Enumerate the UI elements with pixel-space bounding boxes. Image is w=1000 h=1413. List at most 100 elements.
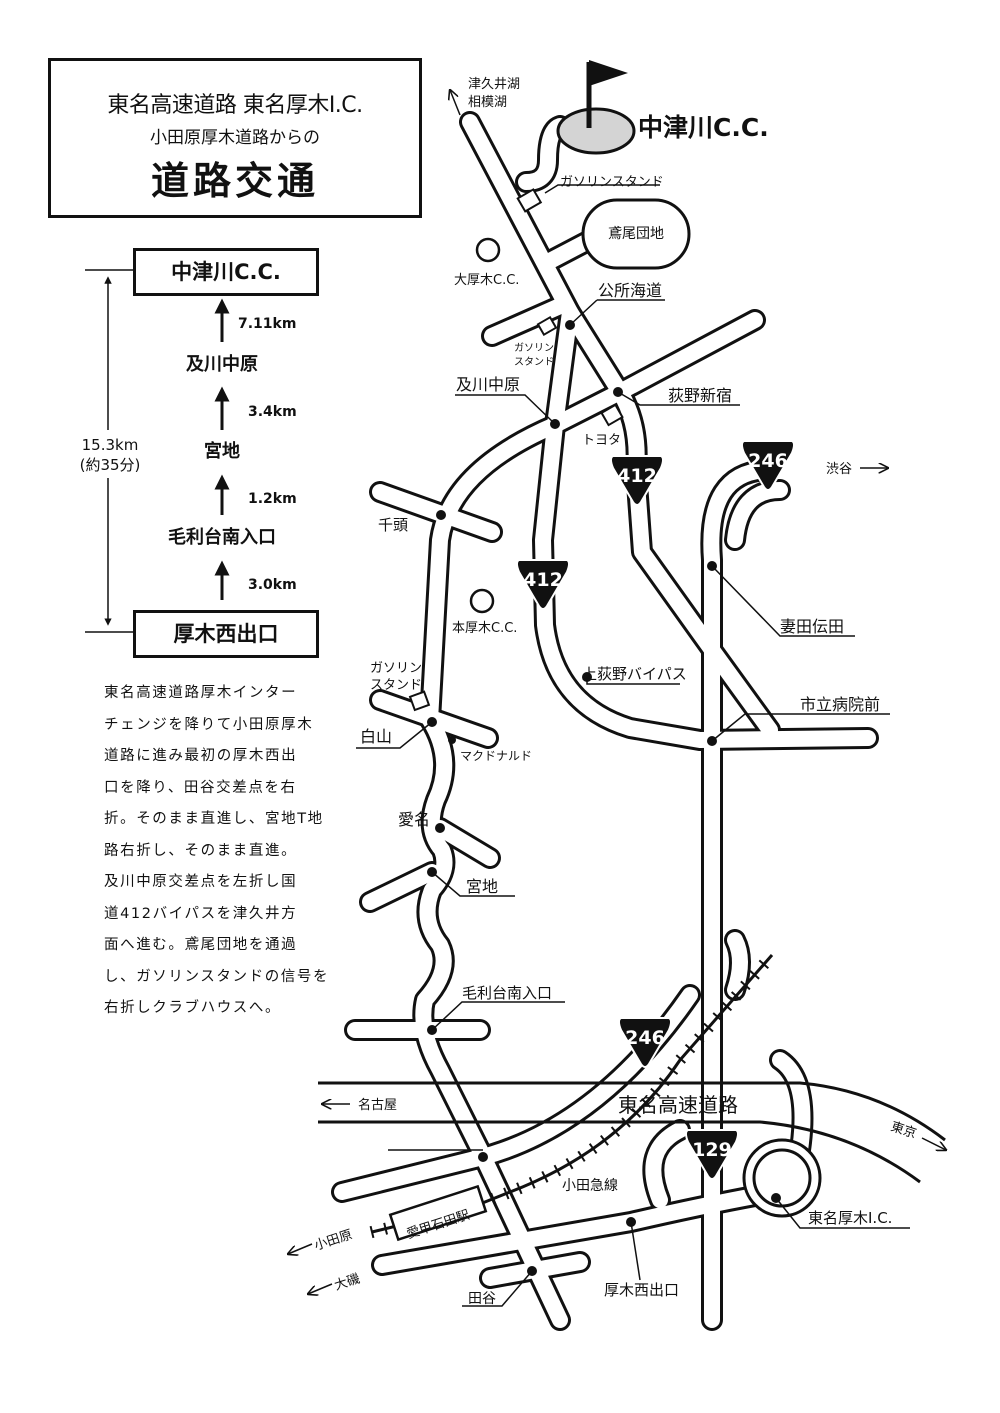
route-shield-129-icon: 129 — [685, 1129, 739, 1180]
label-nagoya: 名古屋 — [358, 1097, 397, 1113]
railway-tie — [553, 1164, 562, 1177]
label-kousho-kaido: 公所海道 — [598, 281, 662, 300]
railway-tie — [758, 959, 769, 970]
label-oiso: 大磯 — [333, 1271, 362, 1293]
label-gas-station: スタンド — [370, 678, 422, 693]
total-time: (約35分) — [80, 456, 141, 474]
route-shield-246-icon: 246 — [618, 1017, 672, 1068]
road-segment — [535, 304, 876, 748]
label-mcdonalds: マクドナルド — [460, 749, 532, 763]
route-number: 412 — [523, 569, 563, 591]
label-tomei-atsugi-ic: 東名厚木I.C. — [808, 1209, 892, 1227]
label-odawara: 小田原 — [313, 1227, 355, 1253]
step-distance: 3.4km — [248, 404, 297, 420]
railway-tie — [631, 1107, 642, 1118]
railway-tie — [740, 980, 751, 991]
label-gas-station: ガソリン — [370, 661, 422, 676]
arrow-odawara — [288, 1243, 313, 1254]
label-odakyu-line: 小田急線 — [562, 1178, 618, 1194]
label-sagamiko: 相模湖 — [468, 95, 507, 110]
label-kamiogino-bypass: 上荻野バイパス — [582, 665, 687, 683]
railway-tie — [588, 1143, 598, 1155]
label-miyaji: 宮地 — [466, 877, 498, 896]
header-line2: 小田原厚木道路からの — [150, 128, 320, 148]
railway-tie — [749, 970, 760, 980]
directions-line: 右折しクラブハウスへ。 — [104, 1000, 282, 1016]
railway-tie — [490, 1192, 497, 1205]
label-shiritsu-byoin: 市立病院前 — [800, 695, 880, 714]
railway-tie — [369, 1225, 375, 1239]
label-aina: 愛名 — [398, 810, 430, 829]
direction-arrows — [288, 90, 946, 1294]
label-gas-station: ガソリン — [514, 342, 554, 354]
step-distance: 7.11km — [238, 316, 296, 332]
road-segment — [704, 642, 778, 738]
directions-line: 東名高速道路厚木インター — [104, 685, 298, 701]
route-number: 246 — [625, 1027, 665, 1049]
label-gas-station: スタンド — [514, 356, 554, 368]
road-segment — [374, 1187, 768, 1273]
label-tobio-danchi: 鳶尾団地 — [608, 226, 664, 242]
start-box: 厚木西出口 — [133, 610, 319, 658]
railway-tie — [516, 1182, 523, 1195]
route-number: 129 — [692, 1139, 732, 1161]
label-oatsugi-cc: 大厚木C.C. — [454, 273, 519, 288]
label-tsukui: 津久井湖 — [468, 77, 520, 92]
railway-tie — [703, 1022, 714, 1033]
road-segment — [772, 1052, 811, 1158]
railway-line — [371, 954, 774, 1234]
road-segment — [727, 482, 788, 548]
leader-lines — [356, 184, 910, 1307]
railway-tie — [650, 1087, 661, 1098]
route-shield-412-icon: 412 — [516, 559, 570, 610]
total-distance: 15.3km — [82, 436, 139, 454]
directions-line: 折。そのまま直進し、宮地T地 — [104, 811, 324, 827]
arrow-tsukui — [450, 90, 461, 116]
golf-flag-icon — [556, 60, 636, 155]
label-ogino-shinjuku: 荻野新宿 — [668, 386, 732, 405]
railway-tie — [541, 1171, 549, 1183]
railway-tie — [610, 1126, 621, 1137]
label-gas-station: ガソリンスタンド — [560, 175, 664, 190]
route-number: 412 — [617, 465, 657, 487]
directions-text: 東名高速道路厚木インター チェンジを降りて小田原厚木 道路に進み最初の厚木西出 … — [104, 678, 330, 1025]
road-segment — [484, 298, 568, 344]
directions-line: 及川中原交差点を左折し国 — [104, 874, 298, 890]
destination-box: 中津川C.C. — [133, 248, 319, 296]
road-segment — [727, 932, 748, 998]
label-atsugi-nishi-exit: 厚木西出口 — [604, 1281, 679, 1299]
step-point: 及川中原 — [186, 353, 258, 375]
directions-line: 路右折し、そのまま直進。 — [104, 842, 298, 859]
label-toyota: トヨタ — [582, 433, 621, 448]
page-title: 道路交通 — [150, 159, 319, 203]
tobio-danchi-area — [581, 198, 691, 270]
railway-tie — [658, 1077, 670, 1087]
directions-line: 道路に進み最初の厚木西出 — [104, 748, 298, 764]
railway-tie — [621, 1117, 631, 1128]
route-shield-246-icon: 246 — [741, 440, 795, 491]
railway-tie — [684, 1043, 696, 1054]
road-segment — [645, 1122, 688, 1208]
label-shiroyama: 白山 — [360, 727, 392, 746]
step-distance: 3.0km — [248, 577, 297, 593]
step-point: 毛利台南入口 — [168, 526, 276, 548]
railway-tie — [565, 1157, 574, 1170]
railway-tie — [503, 1187, 510, 1200]
railway-tie — [600, 1134, 609, 1146]
road-segment — [432, 820, 498, 866]
railway-tie — [694, 1033, 705, 1043]
directions-line: 道412バイパスを津久井方 — [104, 905, 298, 922]
road-segment — [362, 864, 440, 910]
route-shield-412-icon: 412 — [610, 455, 664, 506]
label-shibuya: 渋谷 — [826, 462, 852, 477]
railway-tie — [528, 1176, 536, 1189]
toyota-icon — [600, 403, 624, 427]
directions-line: し、ガソリンスタンドの信号を — [104, 968, 330, 985]
railway-tie — [675, 1054, 686, 1064]
step-distance: 1.2km — [248, 491, 297, 507]
railway-tie — [667, 1066, 679, 1075]
gas-station-icon — [408, 690, 431, 712]
step-point: 宮地 — [204, 440, 240, 462]
gas-station-icon — [536, 315, 558, 337]
route-number: 246 — [748, 450, 788, 472]
